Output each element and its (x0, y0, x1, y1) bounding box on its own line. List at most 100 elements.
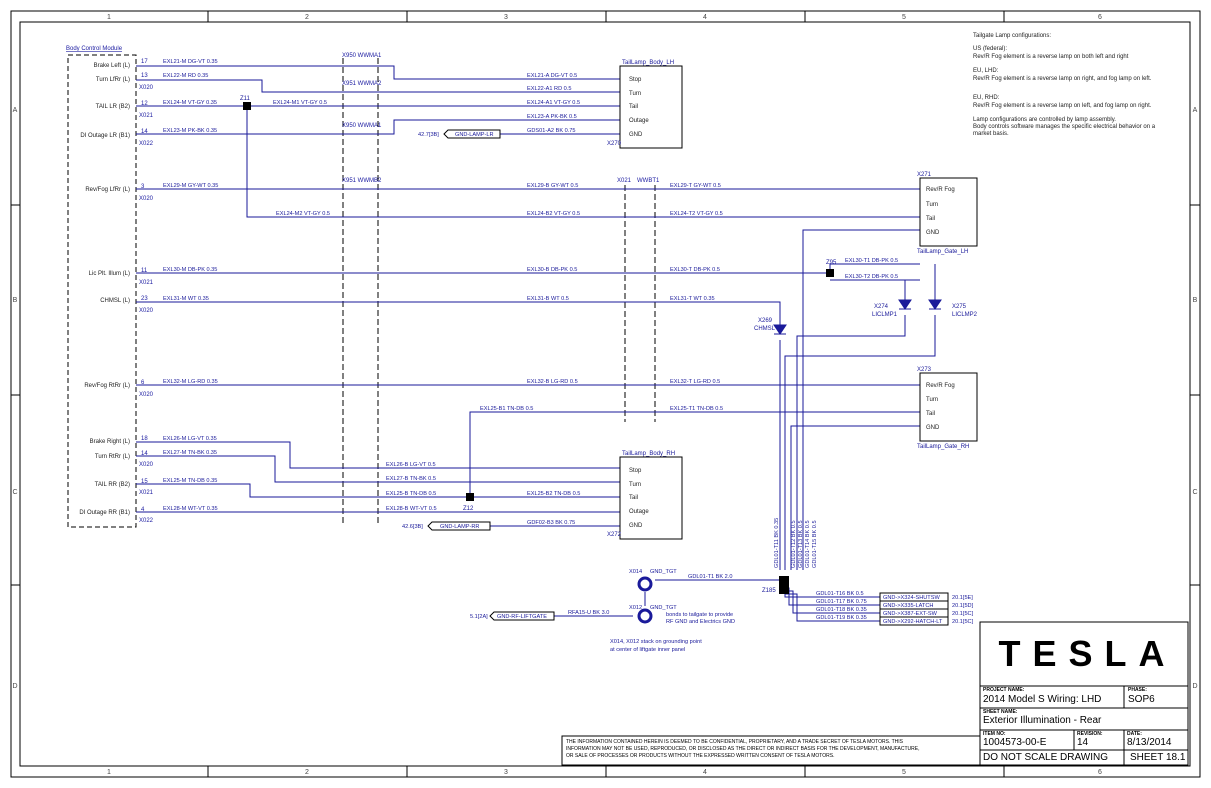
gnd-rf-tag (489, 611, 555, 621)
connector-label: WWBT1 (637, 178, 660, 184)
bcm-pin-label: Brake Right (L) (90, 439, 130, 445)
ref-text: 42.7[3B] (418, 132, 439, 138)
ref-text: at center of liftgate inner panel (610, 647, 685, 653)
splice-z185 (779, 576, 789, 594)
ref-text: X014 (629, 569, 642, 575)
svg-text:Rev/R Fog element is a reverse: Rev/R Fog element is a reverse lamp on r… (973, 76, 1152, 82)
confidential-line: INFORMATION MAY NOT BE USED, REPRODUCED,… (566, 746, 920, 752)
col-label: 4 (703, 769, 707, 776)
ref-text: GND->X387-EXT-SW (883, 611, 938, 617)
config-notes: Tailgate Lamp configurations: US (federa… (973, 33, 1156, 137)
ref-text: 20.1[5C] (952, 619, 974, 625)
bcm-pin-label: DI Outage LR (B1) (80, 133, 130, 139)
col-label: 2 (305, 14, 309, 21)
lamp-id: X272 (607, 532, 622, 538)
row-label: D (12, 683, 17, 690)
led-icon (898, 299, 912, 310)
col-label: 6 (1098, 14, 1102, 21)
wire-label: EXL29-B GY-WT 0.5 (527, 183, 578, 189)
col-label: 5 (902, 14, 906, 21)
date: 8/13/2014 (1127, 737, 1172, 748)
bcm-pin-label: Rev/Fog RtRr (L) (84, 383, 130, 389)
bcm-conn: X020 (139, 462, 154, 468)
connector-label: X950 WWMA1 (342, 123, 382, 129)
lamp-pin: GND (926, 230, 940, 236)
ref-text: 42.6[3B] (402, 524, 423, 530)
sheet-number: SHEET 18.1 (1130, 752, 1186, 763)
wire-label: EXL30-T1 DB-PK 0.5 (845, 258, 898, 264)
lamp-pin: Turn (926, 397, 938, 403)
bcm-pin-label: CHMSL (L) (100, 298, 130, 304)
bcm-pin-no: 13 (141, 73, 148, 79)
col-label: 6 (1098, 769, 1102, 776)
phase: SOP6 (1128, 694, 1155, 705)
bcm-pin-label: DI Outage RR (B1) (79, 510, 130, 516)
wire-label: GDL01-T12 BK 0.5 (791, 520, 797, 568)
lamp-title: TailLamp_Body_RH (622, 451, 675, 457)
ref-text: GND->X324-SHUTSW (883, 595, 940, 601)
wire-label: EXL31-B WT 0.5 (527, 296, 569, 302)
taillamp-gate-rh (919, 372, 978, 442)
bcm-conn: X022 (139, 518, 154, 524)
confidential-line: THE INFORMATION CONTAINED HEREIN IS DEEM… (566, 739, 904, 745)
svg-text:Rev/R Fog element is a reverse: Rev/R Fog element is a reverse lamp on l… (973, 103, 1152, 109)
svg-text:Body controls software manages: Body controls software manages the speci… (973, 124, 1156, 130)
do-not-scale: DO NOT SCALE DRAWING (983, 752, 1109, 763)
col-label: 1 (107, 769, 111, 776)
wire-network (136, 65, 936, 622)
wire-label: EXL21-A DG-VT 0.5 (527, 73, 577, 79)
wire-label: EXL32-B LG-RD 0.5 (527, 379, 578, 385)
wire-label: EXL32-M LG-RD 0.35 (163, 379, 218, 385)
lamp-pin: Turn (629, 482, 641, 488)
lamp-id: X274 (874, 304, 889, 310)
wire-label: GDL01-T16 BK 0.5 (816, 591, 864, 597)
ref-text: 20.1[5E] (952, 595, 973, 601)
lamp-title: TailLamp_Gate_RH (917, 444, 969, 450)
row-label: D (1192, 683, 1197, 690)
wire-label: EXL28-M WT-VT 0.35 (163, 506, 218, 512)
ref-text: GND-RF-LIFTGATE (497, 614, 547, 620)
wire-label: EXL24-T2 VT-GY 0.5 (670, 211, 723, 217)
title-block (979, 621, 1189, 766)
col-label: 5 (902, 769, 906, 776)
lamp-pin: Rev/R Fog (926, 383, 955, 389)
wire-label: GDS01-A2 BK 0.75 (527, 128, 576, 134)
lamp-pin: Rev/R Fog (926, 187, 955, 193)
ref-text: GND_TGT (650, 605, 677, 611)
sheet-name-label: SHEET NAME: (983, 709, 1018, 715)
lamp-pin: Stop (629, 77, 642, 83)
ref-text: GND_TGT (650, 569, 677, 575)
lamp-pin: Tail (926, 411, 935, 417)
bcm-title: Body Control Module (66, 46, 123, 52)
wire-label: EXL23-A PK-BK 0.5 (527, 114, 577, 120)
wire-label: EXL21-M DG-VT 0.35 (163, 59, 218, 65)
svg-text:US (federal):: US (federal): (973, 46, 1007, 52)
bcm-pin-label: Turn LfRr (L) (96, 77, 130, 83)
wire-label: EXL22-A1 RD 0.5 (527, 86, 571, 92)
lamp-id: X269 (758, 318, 773, 324)
wire-label: EXL31-T WT 0.35 (670, 296, 715, 302)
svg-text:Tailgate Lamp configurations:: Tailgate Lamp configurations: (973, 33, 1051, 39)
row-label: C (1192, 489, 1197, 496)
taillamp-body-lh (619, 65, 683, 149)
sheet-name: Exterior Illumination - Rear (983, 715, 1102, 726)
bcm-conn: X020 (139, 392, 154, 398)
ref-text: 5.1[2A] (470, 614, 488, 620)
splice-z11 (243, 102, 251, 110)
row-label: C (12, 489, 17, 496)
lamp-pin: GND (926, 425, 940, 431)
lamp-id: X270 (607, 141, 622, 147)
bcm-pin-label: TAIL RR (B2) (95, 482, 130, 488)
bcm-pin-no: 6 (141, 380, 145, 386)
bcm-pin-no: 11 (141, 268, 148, 274)
col-label: 4 (703, 14, 707, 21)
wire-label: GDF02-B3 BK 0.75 (527, 520, 575, 526)
splice-label: Z12 (463, 506, 474, 512)
bcm-pin-no: 15 (141, 479, 148, 485)
wire-label: EXL24-B2 VT-GY 0.5 (527, 211, 580, 217)
wire-label: EXL27-B TN-BK 0.5 (386, 476, 436, 482)
lamp-title: TailLamp_Gate_LH (917, 249, 968, 255)
wire-label: EXL31-M WT 0.35 (163, 296, 209, 302)
wire-label: EXL22-M RD 0.35 (163, 73, 208, 79)
wire-label: EXL27-M TN-BK 0.35 (163, 450, 217, 456)
